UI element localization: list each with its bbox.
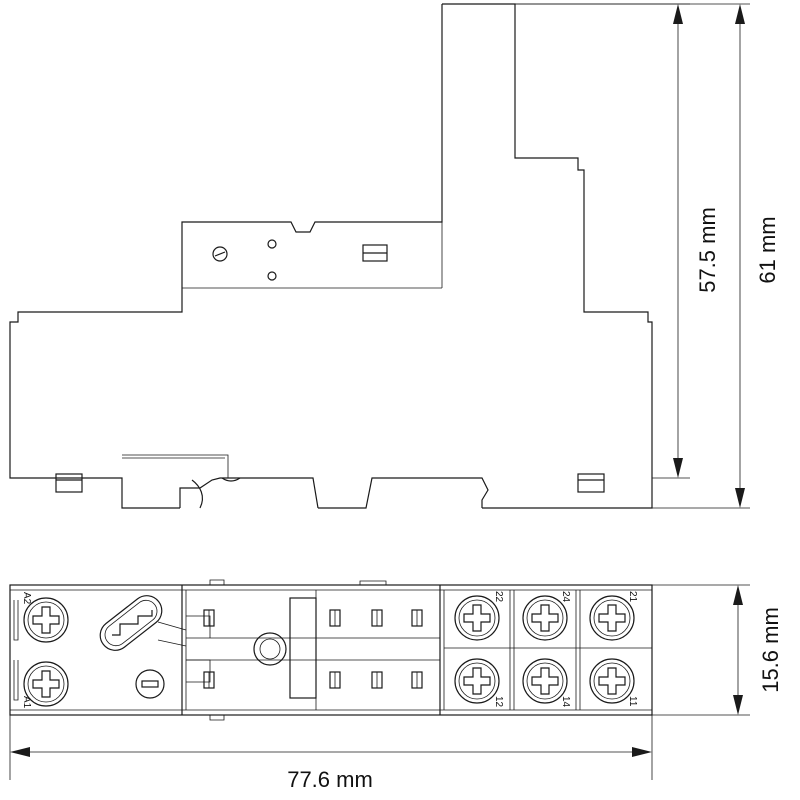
dimension-77-6-mm: 77.6 mm: [9, 715, 653, 792]
dimension-label-61: 61 mm: [755, 216, 780, 283]
terminal-label-11: 11: [627, 696, 638, 707]
terminal-label-14: 14: [560, 696, 571, 708]
screw-12: [454, 658, 500, 704]
terminal-label-22: 22: [493, 591, 504, 603]
dimension-label-57-5: 57.5 mm: [695, 207, 720, 293]
contact-slots: [203, 609, 423, 689]
dimension-label-77-6: 77.6 mm: [287, 767, 373, 792]
side-view: [9, 3, 653, 509]
terminal-label-a2: A2: [21, 592, 32, 605]
screw-a2: [23, 597, 69, 643]
screw-a1: [23, 661, 69, 707]
terminal-label-21: 21: [627, 591, 638, 603]
terminal-label-12: 12: [493, 696, 504, 708]
screw-22: [454, 595, 500, 641]
screw-14: [522, 658, 568, 704]
terminal-label-24: 24: [560, 591, 571, 603]
dimension-61-mm: 61 mm: [515, 3, 780, 509]
retaining-clip: [99, 595, 187, 651]
screw-24: [522, 595, 568, 641]
terminal-label-a1: A1: [21, 696, 32, 709]
dimension-label-15-6: 15.6 mm: [758, 607, 783, 693]
terminal-screws: [23, 595, 635, 707]
screw-11: [589, 658, 635, 704]
dimension-15-6-mm: 15.6 mm: [652, 584, 783, 716]
terminal-labels: A2 A1 22 24 21 12 14 11: [21, 591, 638, 709]
dimension-57-5-mm: 57.5 mm: [515, 3, 720, 479]
screw-21: [589, 595, 635, 641]
top-view: [9, 579, 653, 721]
